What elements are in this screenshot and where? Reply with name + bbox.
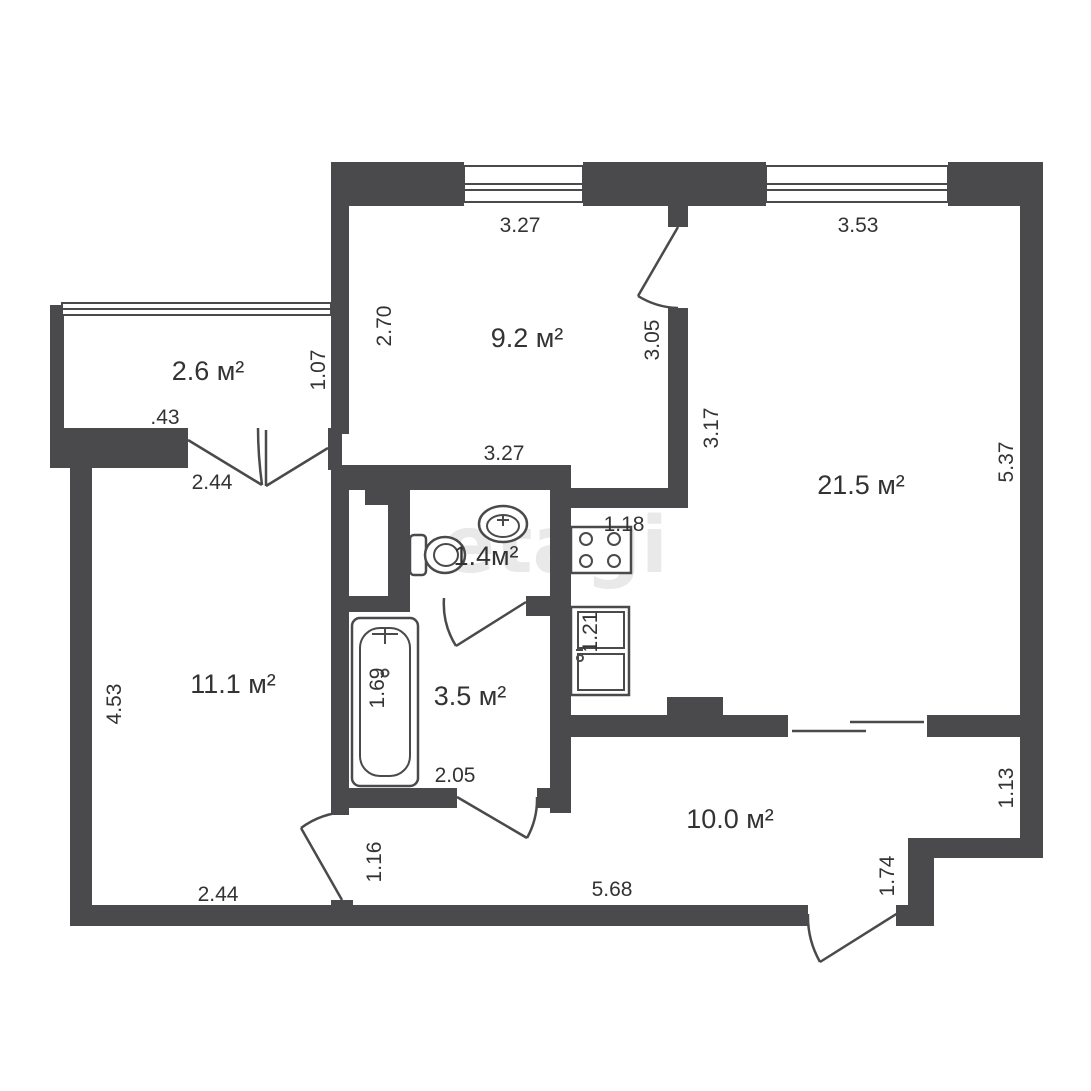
area-labels: 9.2 м² 21.5 м² 2.6 м² 11.1 м² 1.4м² 3.5 …	[172, 323, 905, 834]
dimension-label: 3.27	[500, 214, 541, 237]
dimension-label: 3.53	[838, 214, 879, 237]
dimension-label: 5.37	[995, 442, 1018, 483]
wall-segment	[908, 838, 1043, 858]
dimension-label: .43	[150, 406, 179, 429]
door-swing	[636, 226, 680, 310]
wall-segment	[668, 308, 688, 508]
dimension-label: 1.07	[307, 350, 330, 391]
wall-segment	[50, 428, 188, 468]
toilet-icon	[408, 533, 467, 577]
room-area-label: 10.0 м²	[686, 804, 774, 834]
dimension-label: 1.74	[876, 855, 899, 896]
wall-segment	[331, 465, 571, 490]
door-swing	[264, 430, 329, 488]
wall-segment	[1020, 162, 1043, 719]
wall-segment	[1020, 736, 1043, 858]
wall-segment	[331, 162, 349, 434]
kitchen-sink-icon	[569, 605, 631, 697]
dimension-label: 3.27	[484, 442, 525, 465]
fixtures	[350, 504, 633, 788]
dimension-label: 1.18	[604, 513, 645, 536]
wall-segment	[331, 788, 457, 808]
dimension-label: 3.17	[700, 408, 723, 449]
wall-segment	[328, 428, 342, 470]
door-swing	[442, 597, 527, 648]
windows	[61, 165, 949, 733]
dimension-label: 4.53	[103, 684, 126, 725]
dimension-label: 1.16	[363, 842, 386, 883]
wall-segment	[927, 715, 1043, 737]
wall-segment	[70, 468, 92, 926]
dimension-label: 2.44	[198, 883, 239, 906]
wall-segment	[331, 596, 410, 612]
room-area-label: 1.4м²	[453, 541, 518, 571]
dimension-label: 1.69	[366, 668, 389, 709]
walls	[50, 162, 1043, 926]
dimension-label: 2.05	[435, 764, 476, 787]
wall-segment	[388, 488, 410, 598]
wall-segment	[331, 900, 353, 908]
stove-icon	[569, 525, 633, 575]
dimension-label: 2.70	[373, 306, 396, 347]
wall-segment	[537, 788, 571, 808]
wall-segment	[668, 205, 688, 227]
dimension-label: 1.13	[995, 768, 1018, 809]
dimension-label: 5.68	[592, 878, 633, 901]
sink-icon	[477, 504, 529, 544]
entrance-door	[806, 911, 899, 964]
dimension-label: 3.05	[641, 320, 664, 361]
room-area-label: 3.5 м²	[434, 681, 507, 711]
room-area-label: 11.1 м²	[190, 669, 276, 699]
room-area-label: 2.6 м²	[172, 356, 245, 386]
wall-segment	[331, 465, 349, 815]
room-area-label: 9.2 м²	[491, 323, 564, 353]
wall-segment	[896, 905, 934, 926]
dimension-label: 2.44	[192, 471, 233, 494]
bathtub-icon	[350, 616, 420, 788]
door-swing	[456, 795, 539, 840]
wall-segment	[70, 905, 808, 926]
wall-segment	[550, 715, 788, 737]
wall-segment	[550, 488, 571, 813]
door-swing	[299, 810, 349, 901]
dimension-labels: 3.27 3.53 2.70 3.05 1.07 .43 3.27 2.44 3…	[103, 214, 1018, 906]
wall-segment	[331, 162, 464, 206]
wall-segment	[583, 162, 766, 206]
dimension-label: 1.21	[579, 612, 602, 653]
room-area-label: 21.5 м²	[817, 470, 905, 500]
wall-segment	[550, 488, 688, 508]
wall-segment	[50, 305, 64, 468]
doors	[187, 226, 899, 964]
door-swing	[187, 427, 264, 487]
wall-segment	[667, 697, 723, 719]
